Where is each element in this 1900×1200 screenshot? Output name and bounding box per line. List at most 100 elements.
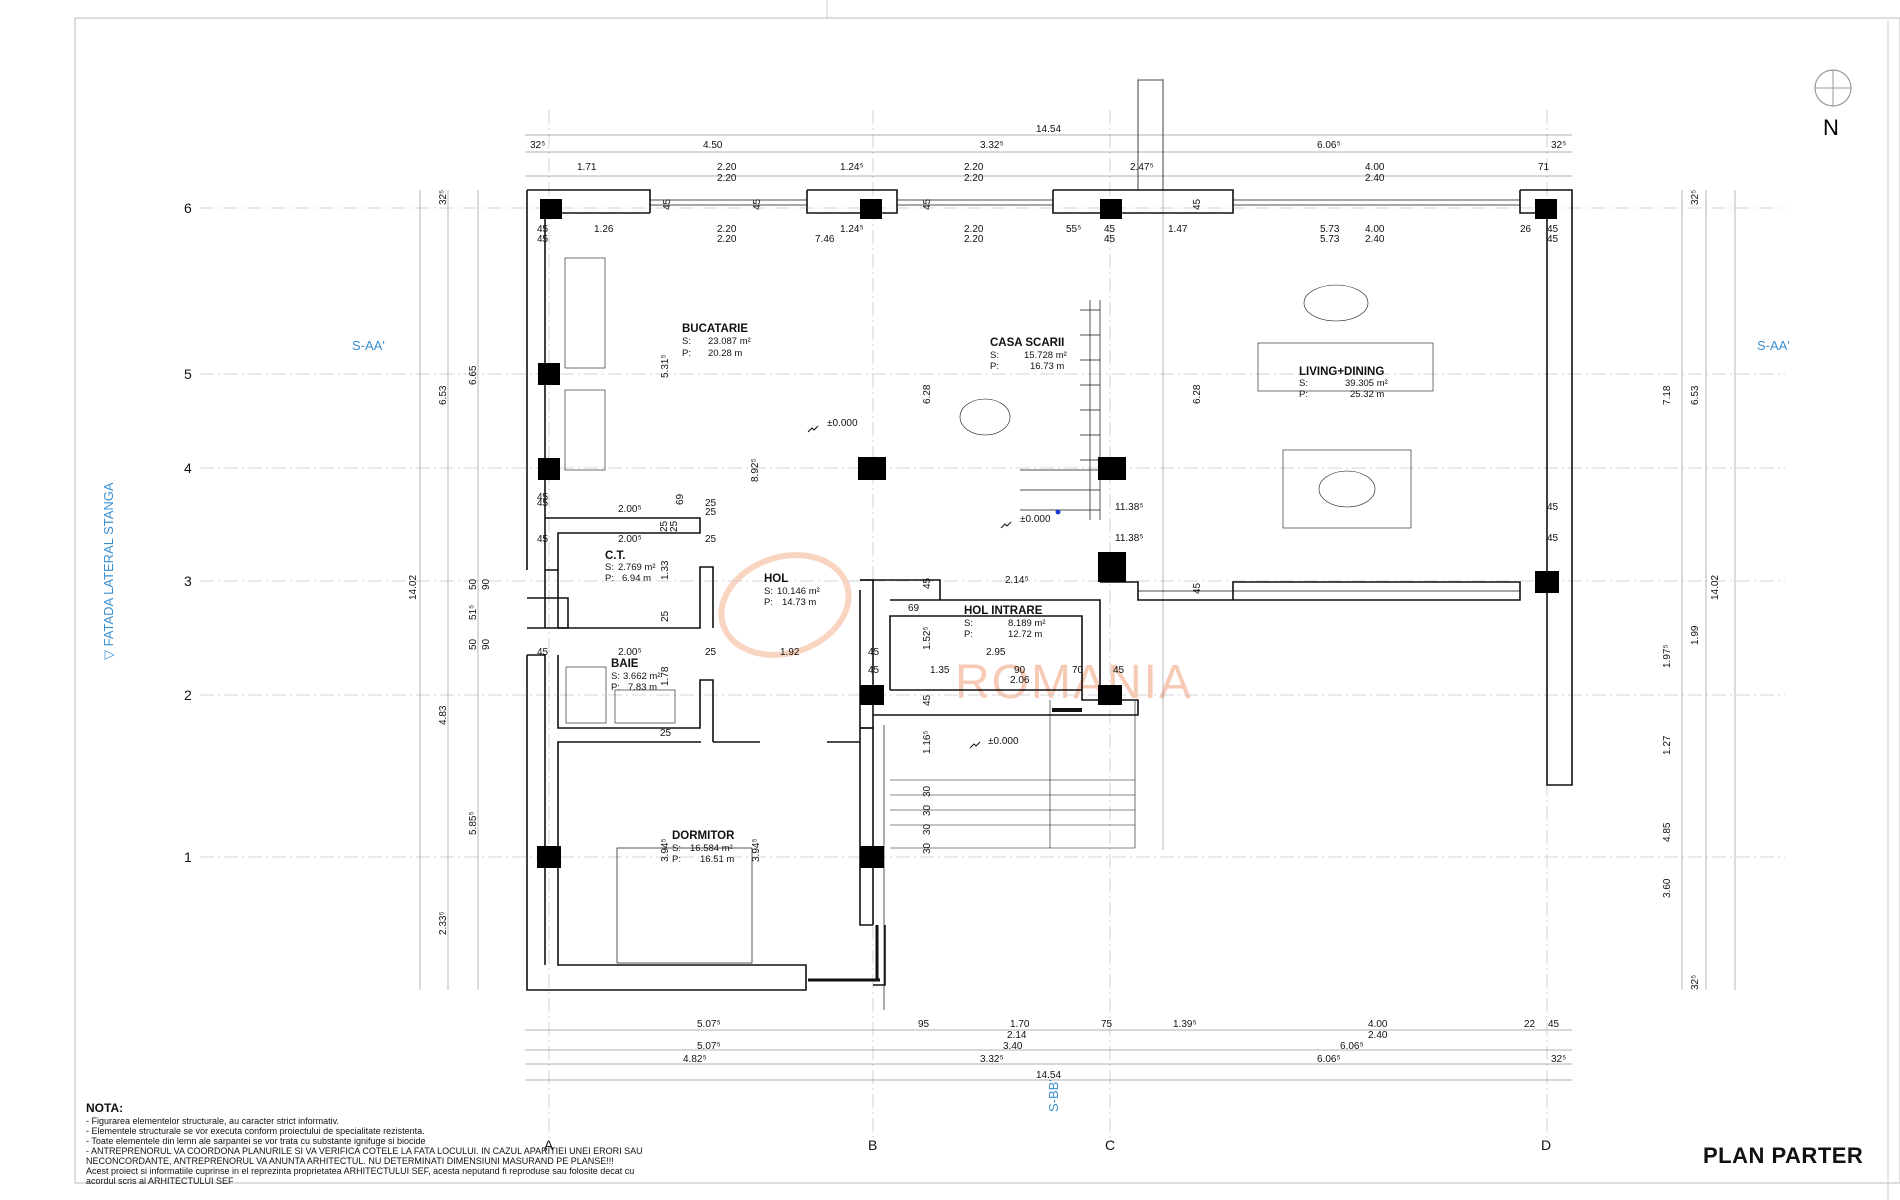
dim-wall-top-1: 45	[752, 198, 763, 210]
axis-row-5: 5	[184, 366, 192, 382]
dim-right-top-small: 32⁵	[1690, 190, 1701, 205]
section-aa-left: S-AA'	[352, 338, 385, 353]
dim-bot-r1-1: 95	[918, 1019, 930, 1030]
room-perimeter: 7.83 m	[628, 682, 657, 693]
room-area: 23.087 m²	[708, 336, 751, 347]
column-a1	[537, 846, 561, 868]
column-b4	[858, 457, 886, 480]
dim-top-r2-3: 6.06⁵	[1317, 140, 1341, 151]
dim-small: 25	[659, 520, 670, 532]
dim-entry-h: 1.16⁵	[922, 730, 933, 754]
inner-top-dimensions: 45 1.26 2.20 1.24⁵ 2.20 55⁵ 45 1.47 5.73…	[537, 198, 1559, 245]
dim-hol-intrare-d: 2.06	[1010, 675, 1030, 686]
dim-wall-top-2: 45	[922, 198, 933, 210]
dim-inner-a-8: 5.73	[1320, 224, 1340, 235]
dim-bot-r1b-0: 2.14	[1007, 1030, 1027, 1041]
level-entry: ±0.000	[988, 736, 1019, 747]
dim-hol-intrare-h: 1.52⁵	[922, 626, 933, 650]
watermark: ROMANIA	[718, 552, 1191, 709]
dim-inner-b-1: 2.20	[717, 234, 737, 245]
column-b2	[860, 685, 884, 705]
column-c6	[1100, 199, 1122, 219]
dim-right-outer: 14.02	[1710, 575, 1721, 600]
dim-small: 45	[922, 577, 933, 589]
section-bb: S-BB'	[1046, 1079, 1061, 1112]
north-label: N	[1823, 115, 1839, 140]
dim-bot-r1-5: 4.00	[1368, 1019, 1388, 1030]
dim-top-r3b-0: 2.20	[717, 173, 737, 184]
level-stair: ±0.000	[1020, 514, 1051, 525]
top-dimensions: 14.54 32⁵ 4.50 3.32⁵ 6.06⁵ 32⁵ 1.71 2.20…	[530, 124, 1566, 184]
wall-top-b	[806, 189, 898, 214]
dim-hol-intrare-w2: 1.35	[930, 665, 950, 676]
dim-hall-h: 8.92⁵	[750, 458, 761, 482]
level-icon	[969, 741, 981, 749]
dim-top-r3b-2: 2.40	[1365, 173, 1385, 184]
wall-entry-niche	[527, 597, 569, 629]
dim-hol-intrare-w: 2.95	[986, 647, 1006, 658]
room-name: C.T.	[605, 550, 625, 562]
column-c2	[1098, 685, 1122, 705]
dim-left-top-small: 32⁵	[438, 190, 449, 205]
room-s-label: S:	[764, 586, 773, 597]
dim-bot-r3-0: 4.82⁵	[683, 1054, 707, 1065]
room-casa-scarii: CASA SCARII S: 15.728 m² P: 16.73 m	[990, 337, 1067, 372]
room-area: 3.662 m²	[623, 671, 661, 682]
dim-right-a-2: 1.27	[1662, 735, 1673, 755]
notes-heading: NOTA:	[86, 1101, 123, 1115]
dim-left-b-0: 6.65	[468, 365, 479, 385]
dim-top-r2-2: 3.32⁵	[980, 140, 1004, 151]
room-p-label: P:	[605, 573, 614, 584]
room-dormitor: DORMITOR S: 16.584 m² P: 16.51 m	[672, 830, 735, 865]
room-p-label: P:	[964, 629, 973, 640]
dim-small: 70	[1072, 665, 1084, 676]
axis-row-1: 1	[184, 849, 192, 865]
dim-inner-b-6: 2.40	[1365, 234, 1385, 245]
dim-inner-b-2: 7.46	[815, 234, 835, 245]
dim-bot-r1-3: 75	[1101, 1019, 1113, 1030]
dim-bot-r2-2: 6.06⁵	[1340, 1041, 1364, 1052]
dim-small: 30	[922, 804, 933, 816]
room-perimeter: 20.28 m	[708, 348, 742, 359]
room-p-label: P:	[672, 854, 681, 865]
dim-small: 30	[922, 823, 933, 835]
dim-small: 45	[1547, 502, 1559, 513]
dim-inner-a-5: 55⁵	[1066, 224, 1081, 235]
dim-small: 69	[908, 603, 920, 614]
dim-inner-a-10: 26	[1520, 224, 1532, 235]
dim-top-r3-0: 1.71	[577, 162, 597, 173]
room-perimeter: 25.32 m	[1350, 389, 1384, 400]
dim-left-outer: 14.02	[408, 575, 419, 600]
dim-bot-r2-1: 3.40	[1003, 1041, 1023, 1052]
axis-row-4: 4	[184, 460, 192, 476]
dim-top-r3-3: 2.20	[964, 162, 984, 173]
dim-top-r3-5: 4.00	[1365, 162, 1385, 173]
dim-baie-w: 2.00⁵	[618, 647, 642, 658]
dim-small: 45	[1547, 533, 1559, 544]
dim-wall-top-0: 45	[662, 198, 673, 210]
dim-baie-h: 1.78	[660, 666, 671, 686]
dim-left-a-1: 4.83	[438, 705, 449, 725]
dim-small: 45	[868, 665, 880, 676]
room-s-label: S:	[964, 618, 973, 629]
dim-bot-r3-3: 32⁵	[1551, 1054, 1566, 1065]
axis-row-3: 3	[184, 573, 192, 589]
dim-small: 30	[922, 785, 933, 797]
dim-top-r3-2: 1.24⁵	[840, 162, 864, 173]
dim-top-r2-4: 32⁵	[1551, 140, 1566, 151]
room-p-label: P:	[764, 597, 773, 608]
dim-left-mid-3: 50	[468, 638, 479, 650]
dim-left-a-0: 6.53	[438, 385, 449, 405]
dim-inner-a-3: 1.24⁵	[840, 224, 864, 235]
room-area: 15.728 m²	[1024, 350, 1067, 361]
room-s-label: S:	[605, 562, 614, 573]
dim-top-r3-6: 71	[1538, 162, 1550, 173]
room-s-label: S:	[682, 336, 691, 347]
dim-bot-r1-0: 5.07⁵	[697, 1019, 721, 1030]
room-s-label: S:	[1299, 378, 1308, 389]
dim-inner-a-7: 1.47	[1168, 224, 1188, 235]
room-p-label: P:	[1299, 389, 1308, 400]
column-d3	[1535, 571, 1559, 593]
dim-small: 25	[669, 520, 680, 532]
dim-bot-r1-4: 1.39⁵	[1173, 1019, 1197, 1030]
